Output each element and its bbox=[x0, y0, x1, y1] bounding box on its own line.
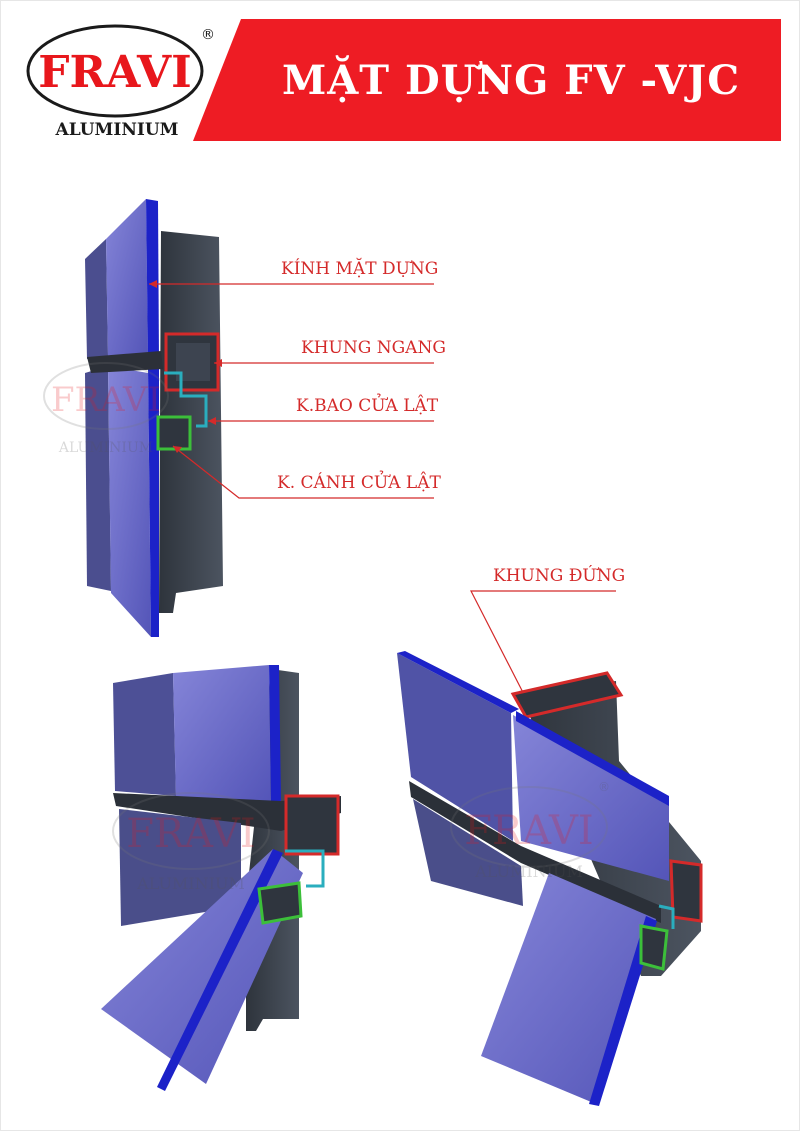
watermark-logo-2: FRAVI ALUMINIUM bbox=[112, 792, 270, 893]
glass-edge-lower bbox=[148, 369, 159, 637]
detail-open-vent-rear bbox=[397, 651, 703, 1106]
logo-sub-text: ALUMINIUM bbox=[55, 120, 179, 140]
svg-text:FRAVI: FRAVI bbox=[464, 808, 593, 854]
facade-illustration: FRAVI ALUMINIUM bbox=[43, 199, 703, 1106]
glass-edge-upper bbox=[146, 199, 159, 361]
banner-shape bbox=[193, 19, 781, 141]
logo-mark: FRAVI ® ALUMINIUM bbox=[26, 24, 215, 140]
label-glass: KÍNH MẶT DỰNG bbox=[281, 259, 439, 279]
transom-bar bbox=[113, 793, 341, 831]
glass-edge-top bbox=[269, 665, 281, 801]
fravi-logo: FRAVI ® ALUMINIUM bbox=[23, 23, 218, 141]
glass-panel-top-right bbox=[173, 665, 271, 801]
glass-panel-top-left bbox=[113, 673, 176, 796]
vent-outer-frame-profile-2 bbox=[285, 849, 325, 888]
label-vertical-frame: KHUNG ĐỨNG bbox=[493, 566, 626, 586]
detail-section-view bbox=[85, 199, 223, 637]
glass-edge-top-3 bbox=[516, 711, 669, 806]
svg-text:ALUMINIUM: ALUMINIUM bbox=[474, 862, 583, 881]
label-vent-sash-frame: K. CÁNH CỬA LẬT bbox=[277, 473, 441, 493]
glass-panel-bottom-left bbox=[119, 809, 241, 926]
svg-text:ALUMINIUM: ALUMINIUM bbox=[58, 440, 153, 456]
vent-sash-edge bbox=[157, 849, 283, 1091]
glass-panel-upper-left-3 bbox=[397, 653, 513, 841]
page-title: MẶT DỰNG FV -VJC bbox=[281, 57, 741, 104]
glass-panel-upper-right-3 bbox=[513, 715, 669, 881]
svg-text:ALUMINIUM: ALUMINIUM bbox=[136, 874, 245, 893]
watermark-logo-3: FRAVI ALUMINIUM ® bbox=[450, 780, 610, 881]
svg-text:FRAVI: FRAVI bbox=[126, 811, 255, 857]
header: FRAVI ® ALUMINIUM MẶT DỰNG FV -VJC bbox=[1, 1, 799, 151]
vent-sash-frame-profile-3 bbox=[639, 924, 669, 971]
leader-vertical-frame bbox=[470, 590, 616, 715]
transom-gap bbox=[87, 351, 163, 373]
logo-brand-text: FRAVI bbox=[38, 47, 191, 98]
vent-sash-frame-profile bbox=[156, 415, 192, 451]
glass-panel-lower-left-3 bbox=[413, 799, 523, 906]
glass-edge-upper-left-3 bbox=[397, 651, 519, 713]
vent-outer-frame-profile-3 bbox=[658, 904, 675, 929]
label-vent-outer-frame: K.BAO CỬA LẬT bbox=[296, 396, 439, 416]
svg-text:®: ® bbox=[598, 780, 610, 794]
title-banner bbox=[193, 19, 781, 141]
watermark-logo-1: FRAVI ALUMINIUM bbox=[43, 362, 169, 456]
horizontal-frame-profile-3 bbox=[669, 859, 703, 923]
vent-outer-frame-profile bbox=[164, 371, 208, 428]
label-horizontal-frame: KHUNG NGANG bbox=[301, 338, 446, 358]
horizontal-frame-profile-2 bbox=[284, 794, 340, 856]
transom-bar-3 bbox=[409, 781, 661, 923]
detail-open-vent-front bbox=[101, 665, 341, 1091]
glass-panel-upper bbox=[106, 199, 148, 358]
svg-text:FRAVI: FRAVI bbox=[51, 380, 161, 420]
glass-panel-lower bbox=[108, 366, 151, 637]
leader-vent-sash bbox=[172, 445, 434, 499]
glass-panel-lower-left bbox=[85, 366, 111, 591]
vertical-frame-profile bbox=[510, 671, 624, 719]
logo-ellipse bbox=[26, 24, 204, 118]
glass-panel-upper-left bbox=[85, 239, 108, 359]
registered-mark: ® bbox=[201, 27, 215, 43]
leader-lines bbox=[149, 283, 616, 715]
vent-sash-frame-profile-2 bbox=[257, 881, 303, 925]
